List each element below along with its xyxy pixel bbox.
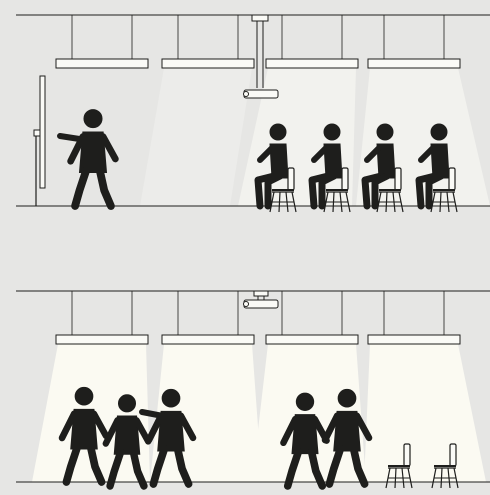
ceiling-light-icon [368, 291, 460, 344]
ceiling-light-icon [56, 291, 148, 344]
projector-icon [244, 291, 279, 308]
projection-screen-icon [34, 76, 45, 206]
ceiling-light-icon [162, 15, 254, 68]
ceiling-light-icon [368, 15, 460, 68]
light-beam [364, 344, 486, 482]
ceiling-light-icon [162, 291, 254, 344]
person-icon [60, 110, 115, 206]
ceiling-light-icon [266, 291, 358, 344]
light-beam [140, 68, 252, 206]
bottom-panel [16, 291, 490, 488]
ceiling-light-icon [56, 15, 148, 68]
top-panel [16, 15, 490, 212]
ceiling-light-icon [266, 15, 358, 68]
